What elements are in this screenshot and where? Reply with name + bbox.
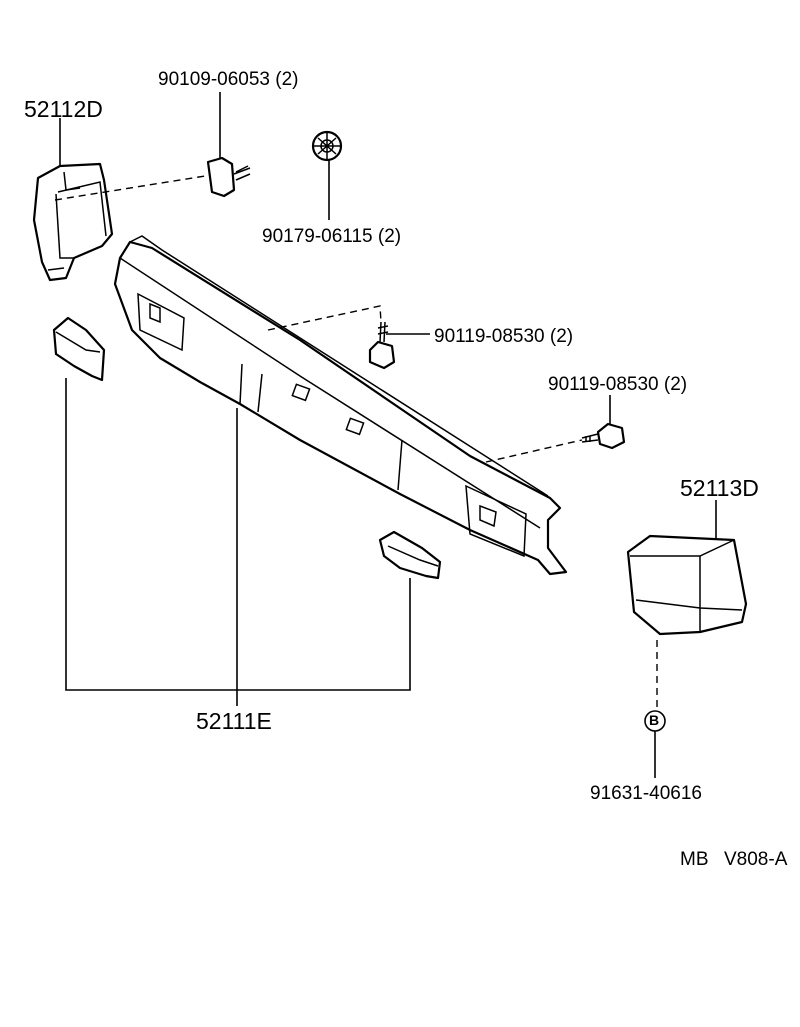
label-clip: 90179-06115 (2) bbox=[262, 226, 402, 247]
footer-code-left: MB bbox=[680, 849, 709, 870]
clip bbox=[311, 130, 343, 162]
label-end-cap-right: 52113D bbox=[680, 475, 759, 501]
end-piece-left bbox=[52, 316, 106, 382]
right-end-cap bbox=[626, 534, 748, 636]
label-plug-marker: B bbox=[649, 712, 660, 728]
screw bbox=[206, 156, 251, 198]
end-piece-right bbox=[378, 530, 442, 580]
label-bumper-reinforcement: 52111E bbox=[196, 708, 272, 734]
footer-code-right: V808-A bbox=[724, 849, 788, 870]
label-bolt-upper: 90119-08530 (2) bbox=[434, 326, 574, 347]
label-bolt-right: 90119-08530 (2) bbox=[548, 374, 688, 395]
bumper-reinforcement bbox=[113, 235, 568, 576]
left-end-cap bbox=[32, 162, 114, 282]
bolt-upper bbox=[368, 321, 396, 370]
label-plug: 91631-40616 bbox=[590, 783, 702, 804]
label-screw: 90109-06053 (2) bbox=[158, 69, 299, 90]
bolt-right bbox=[581, 422, 626, 450]
label-end-cap-left: 52112D bbox=[24, 96, 103, 122]
